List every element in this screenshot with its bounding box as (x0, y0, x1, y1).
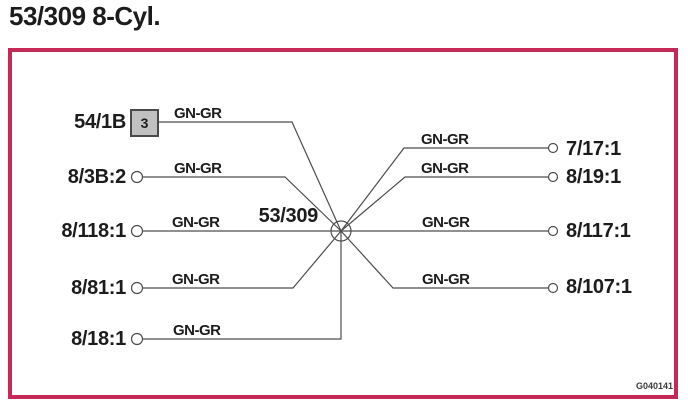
wire-color-label: GN-GR (421, 131, 469, 148)
wire-8-107-1 (340, 230, 549, 289)
terminal-label-8-118-1: 8/118:1 (61, 220, 126, 242)
terminal-ring-8-118-1 (130, 224, 144, 238)
terminal-ring-8-3B-2 (130, 170, 144, 184)
wire-color-label: GN-GR (172, 271, 220, 288)
terminal-label-8-107-1: 8/107:1 (566, 276, 632, 298)
figure-id: G040141 (635, 381, 673, 391)
wire-color-label: GN-GR (422, 271, 470, 288)
wire-8-81-1 (142, 230, 342, 289)
terminal-ring-8-19-1 (547, 171, 559, 183)
wire-color-label: GN-GR (421, 160, 469, 177)
diagram-frame (8, 48, 678, 399)
wire-8-3B-2 (142, 176, 342, 232)
terminal-label-8-3B-2: 8/3B:2 (67, 166, 127, 188)
wire-color-label: GN-GR (172, 214, 220, 231)
wire-8-19-1 (340, 176, 549, 232)
wire-7-17-1 (340, 147, 549, 232)
terminal-ring-8-117-1 (547, 225, 559, 237)
page-title: 53/309 8-Cyl. (9, 1, 161, 31)
terminal-label-8-19-1: 8/19:1 (566, 166, 621, 188)
wire-color-label: GN-GR (174, 160, 222, 177)
splice-symbol (330, 220, 352, 242)
terminal-label-8-81-1: 8/81:1 (71, 277, 126, 299)
wire-color-label: GN-GR (173, 322, 221, 339)
terminal-ring-8-107-1 (547, 282, 559, 294)
wire-8-18-1 (142, 231, 342, 340)
terminal-ring-7-17-1 (547, 142, 559, 154)
wire-color-label: GN-GR (422, 214, 470, 231)
terminal-ring-8-18-1 (130, 332, 144, 346)
terminal-ring-8-81-1 (130, 281, 144, 295)
wire-54-1B (159, 121, 342, 232)
terminal-label-54-1B: 54/1B (74, 111, 126, 133)
wire-color-label: GN-GR (174, 105, 222, 122)
terminal-label-8-117-1: 8/117:1 (566, 220, 631, 242)
splice-label: 53/309 (258, 205, 319, 227)
connector-pin-box: 3 (130, 109, 159, 137)
terminal-label-8-18-1: 8/18:1 (71, 328, 126, 350)
terminal-label-7-17-1: 7/17:1 (566, 138, 621, 160)
